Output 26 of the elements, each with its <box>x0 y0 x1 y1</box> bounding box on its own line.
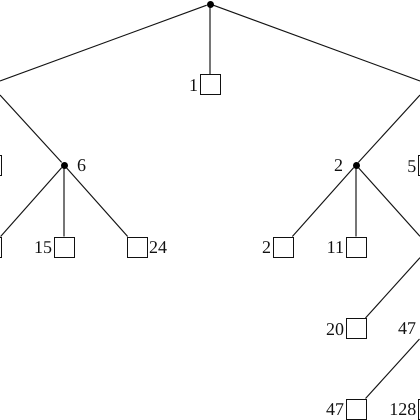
branch-line <box>358 94 420 163</box>
node-label: 1 <box>189 74 198 94</box>
node-label: 2 <box>334 155 343 175</box>
node-label: 20 <box>326 318 344 338</box>
node-label: 24 <box>149 237 167 257</box>
branch-line <box>0 4 207 82</box>
branch-line <box>213 4 420 82</box>
branch-line <box>0 167 62 237</box>
branch-line <box>63 168 65 236</box>
branch-line <box>0 94 62 163</box>
node-label: 47 <box>326 399 344 419</box>
node-label: 47 <box>396 318 420 339</box>
branch-line <box>292 167 354 237</box>
branch-line <box>66 167 128 237</box>
node-label: 2 <box>262 237 271 257</box>
branch-line <box>209 8 211 74</box>
branch-line <box>358 167 420 237</box>
node-label: 11 <box>326 237 344 257</box>
node-label: 6 <box>77 155 86 175</box>
branch-line <box>365 338 420 399</box>
branch-dot <box>206 0 214 8</box>
branch-line <box>355 168 357 236</box>
node-label: 5 <box>407 156 416 176</box>
node-label: 15 <box>34 237 52 257</box>
branch-line <box>365 257 420 318</box>
node-label: 128 <box>389 399 416 419</box>
